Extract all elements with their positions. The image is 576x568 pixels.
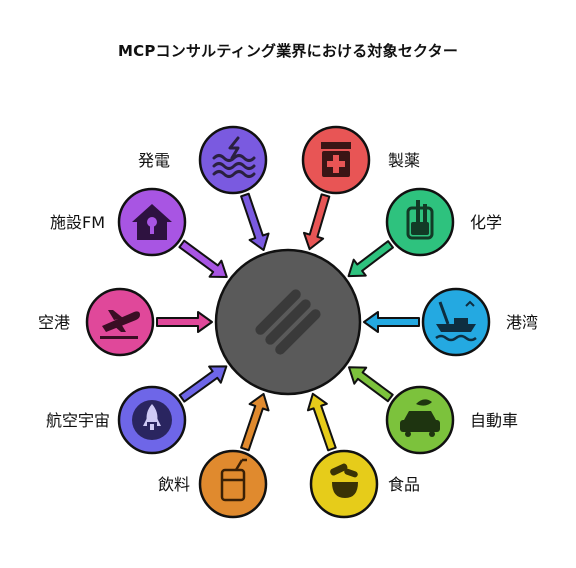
airplane-icon [100,310,140,339]
sector-label: 食品 [388,475,420,494]
sector-node-pharma: 製薬 [301,125,420,195]
sector-circle [198,449,268,519]
sector-label: 港湾 [506,313,538,332]
page-title: MCPコンサルティング業界における対象セクター [117,42,459,60]
sector-node-beverage: 飲料 [158,449,268,519]
medicine-jar-icon [321,142,351,177]
hub [214,248,362,396]
sector-node-facility: 施設FM [50,187,187,257]
arrow-chemistry [347,240,394,278]
sector-label: 化学 [470,213,502,232]
sector-node-aerospace: 航空宇宙 [46,385,187,455]
house-wrench-icon [132,204,172,240]
sector-label: 施設FM [50,213,105,232]
food-bowl-icon [330,463,358,498]
sector-label: 航空宇宙 [46,411,110,430]
sector-label: 自動車 [470,411,518,430]
crane-ship-icon [435,300,477,342]
lightning-waves-icon [212,136,256,178]
arrow-beverage [240,392,270,452]
arrow-automotive [348,366,394,403]
arrow-power [240,192,270,252]
drink-cup-icon [220,458,247,502]
arrow-aerospace [178,365,228,403]
sector-node-airport: 空港 [38,287,155,357]
arrow-facility [178,239,228,278]
slash-stripes-icon [255,289,321,355]
flask-icon [406,200,434,240]
rocket-icon [143,404,161,430]
sector-label: 発電 [138,151,170,170]
sector-node-port: 港湾 [421,287,538,357]
arrow-food [306,392,337,452]
car-icon [400,399,440,437]
sector-label: 製薬 [388,151,420,170]
arrow-pharma [302,193,331,251]
sector-label: 飲料 [158,475,190,494]
sector-node-automotive: 自動車 [385,385,518,455]
arrow-port [363,311,420,333]
sector-node-power: 発電 [138,125,268,195]
arrow-airport [156,311,213,333]
sector-node-chemistry: 化学 [385,187,502,257]
sector-label: 空港 [38,313,70,332]
sector-node-food: 食品 [309,449,420,519]
